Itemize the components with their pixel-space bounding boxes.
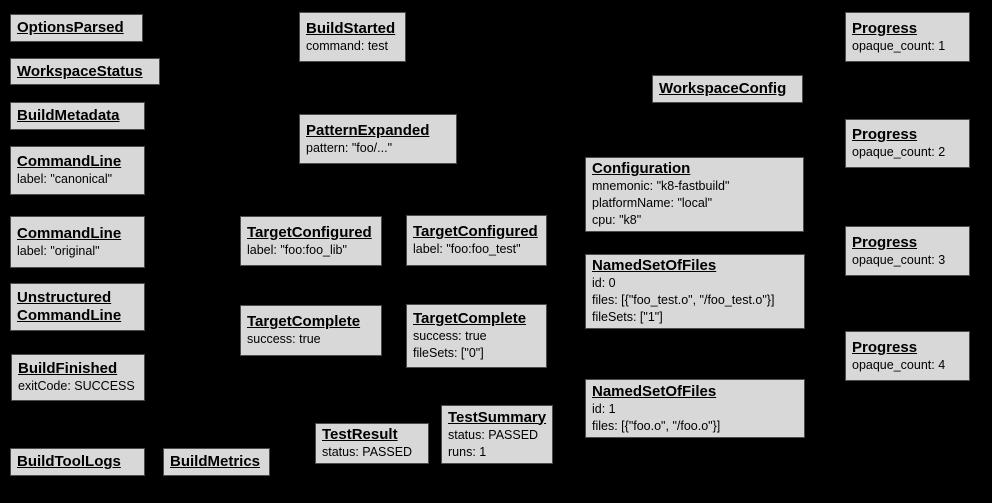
node-field: mnemonic: "k8-fastbuild" bbox=[592, 179, 730, 193]
node-title: PatternExpanded bbox=[306, 121, 430, 139]
node-title: BuildToolLogs bbox=[17, 453, 121, 470]
node-field: fileSets: ["1"] bbox=[592, 310, 663, 324]
node-title: TestSummary bbox=[448, 408, 547, 426]
node-field: label: "canonical" bbox=[17, 172, 113, 186]
node-configuration: Configuration mnemonic: "k8-fastbuild" pla… bbox=[585, 157, 804, 232]
node-target-configured-foo-test: TargetConfigured label: "foo:foo_test" bbox=[406, 215, 547, 266]
node-workspace-status: WorkspaceStatus bbox=[10, 58, 160, 85]
node-title: OptionsParsed bbox=[17, 19, 124, 36]
node-field: platformName: "local" bbox=[592, 196, 713, 210]
node-field: success: true bbox=[247, 332, 321, 346]
node-field: pattern: "foo/..." bbox=[306, 140, 393, 155]
node-field: label: "foo:foo_test" bbox=[413, 242, 521, 256]
node-field: status: PASSED bbox=[448, 427, 539, 442]
node-title: TestResult bbox=[322, 426, 398, 443]
node-workspace-config: WorkspaceConfig bbox=[652, 75, 803, 103]
node-field: cpu: "k8" bbox=[592, 213, 642, 227]
node-field: fileSets: ["0"] bbox=[413, 346, 484, 360]
node-title: BuildMetadata bbox=[17, 107, 120, 124]
node-build-metadata: BuildMetadata bbox=[10, 102, 145, 130]
node-build-metrics: BuildMetrics bbox=[163, 448, 270, 476]
node-target-complete-foo-test: TargetComplete success: true fileSets: ["0… bbox=[406, 304, 547, 368]
node-field: opaque_count: 4 bbox=[852, 357, 946, 372]
node-field: success: true bbox=[413, 329, 487, 343]
node-field: runs: 1 bbox=[448, 444, 487, 459]
node-named-set-of-files-0: NamedSetOfFiles id: 0 files: [{"foo_test.o… bbox=[585, 254, 805, 329]
node-field: files: [{"foo_test.o", "/foo_test.o"}] bbox=[592, 293, 775, 307]
node-field: id: 1 bbox=[592, 401, 616, 416]
node-field: files: [{"foo.o", "/foo.o"}] bbox=[592, 418, 721, 433]
node-title: WorkspaceConfig bbox=[659, 80, 787, 97]
node-field: label: "original" bbox=[17, 243, 100, 258]
node-title: BuildFinished bbox=[18, 360, 118, 377]
node-title: Progress bbox=[852, 126, 918, 143]
node-title: BuildMetrics bbox=[170, 453, 261, 470]
node-title: Unstructured CommandLine bbox=[17, 289, 122, 324]
node-title: TargetComplete bbox=[413, 310, 527, 327]
node-field: label: "foo:foo_lib" bbox=[247, 242, 347, 257]
node-build-tool-logs: BuildToolLogs bbox=[10, 448, 145, 476]
node-progress-2: Progress opaque_count: 2 bbox=[845, 119, 970, 168]
node-field: opaque_count: 1 bbox=[852, 38, 946, 53]
node-unstructured-command-line: Unstructured CommandLine bbox=[10, 283, 145, 331]
node-title: BuildStarted bbox=[306, 19, 396, 37]
node-title: TargetComplete bbox=[247, 313, 361, 330]
node-title: Progress bbox=[852, 19, 918, 37]
node-field: command: test bbox=[306, 38, 388, 53]
node-title: CommandLine bbox=[17, 153, 122, 170]
node-build-finished: BuildFinished exitCode: SUCCESS bbox=[11, 354, 145, 401]
node-target-complete-foo-lib: TargetComplete success: true bbox=[240, 305, 382, 356]
node-title: Progress bbox=[852, 338, 918, 356]
node-title: WorkspaceStatus bbox=[17, 62, 143, 80]
node-title: TargetConfigured bbox=[413, 223, 538, 240]
node-title: Progress bbox=[852, 233, 918, 251]
node-field: status: PASSED bbox=[322, 445, 413, 459]
node-field: exitCode: SUCCESS bbox=[18, 379, 135, 393]
node-field: opaque_count: 2 bbox=[852, 145, 946, 159]
node-title: CommandLine bbox=[17, 224, 122, 242]
node-options-parsed: OptionsParsed bbox=[10, 14, 143, 42]
node-title: TargetConfigured bbox=[247, 223, 372, 241]
node-command-line-canonical: CommandLine label: "canonical" bbox=[10, 146, 145, 195]
node-field: opaque_count: 3 bbox=[852, 252, 946, 267]
node-title: Configuration bbox=[592, 160, 691, 177]
node-title: NamedSetOfFiles bbox=[592, 382, 717, 400]
node-title: NamedSetOfFiles bbox=[592, 257, 717, 274]
node-field: id: 0 bbox=[592, 276, 616, 290]
node-test-result: TestResult status: PASSED bbox=[315, 423, 429, 464]
